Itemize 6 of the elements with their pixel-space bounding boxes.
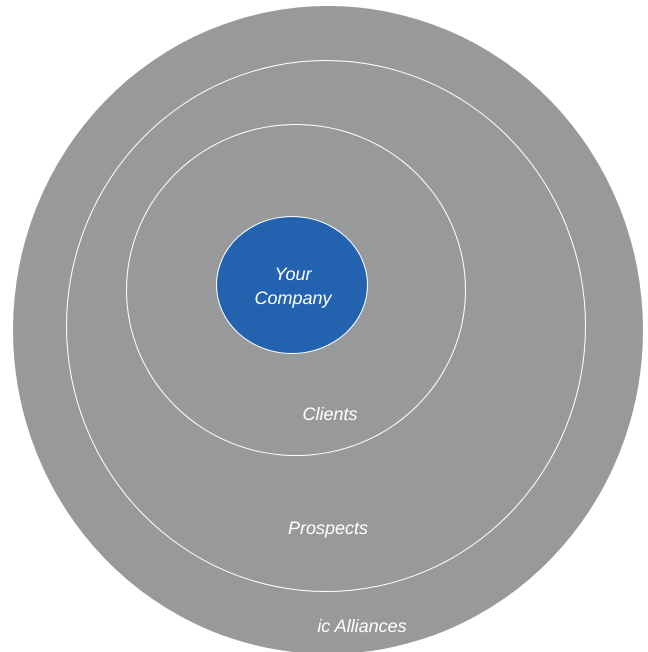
inner-circle: [126, 124, 466, 456]
circle-label: Prospects: [286, 517, 370, 540]
circle-label: Clients: [301, 403, 359, 426]
circle-label: Your Company: [253, 263, 334, 310]
circle-label: ic Alliances: [316, 615, 408, 638]
middle-circle: [66, 60, 586, 592]
